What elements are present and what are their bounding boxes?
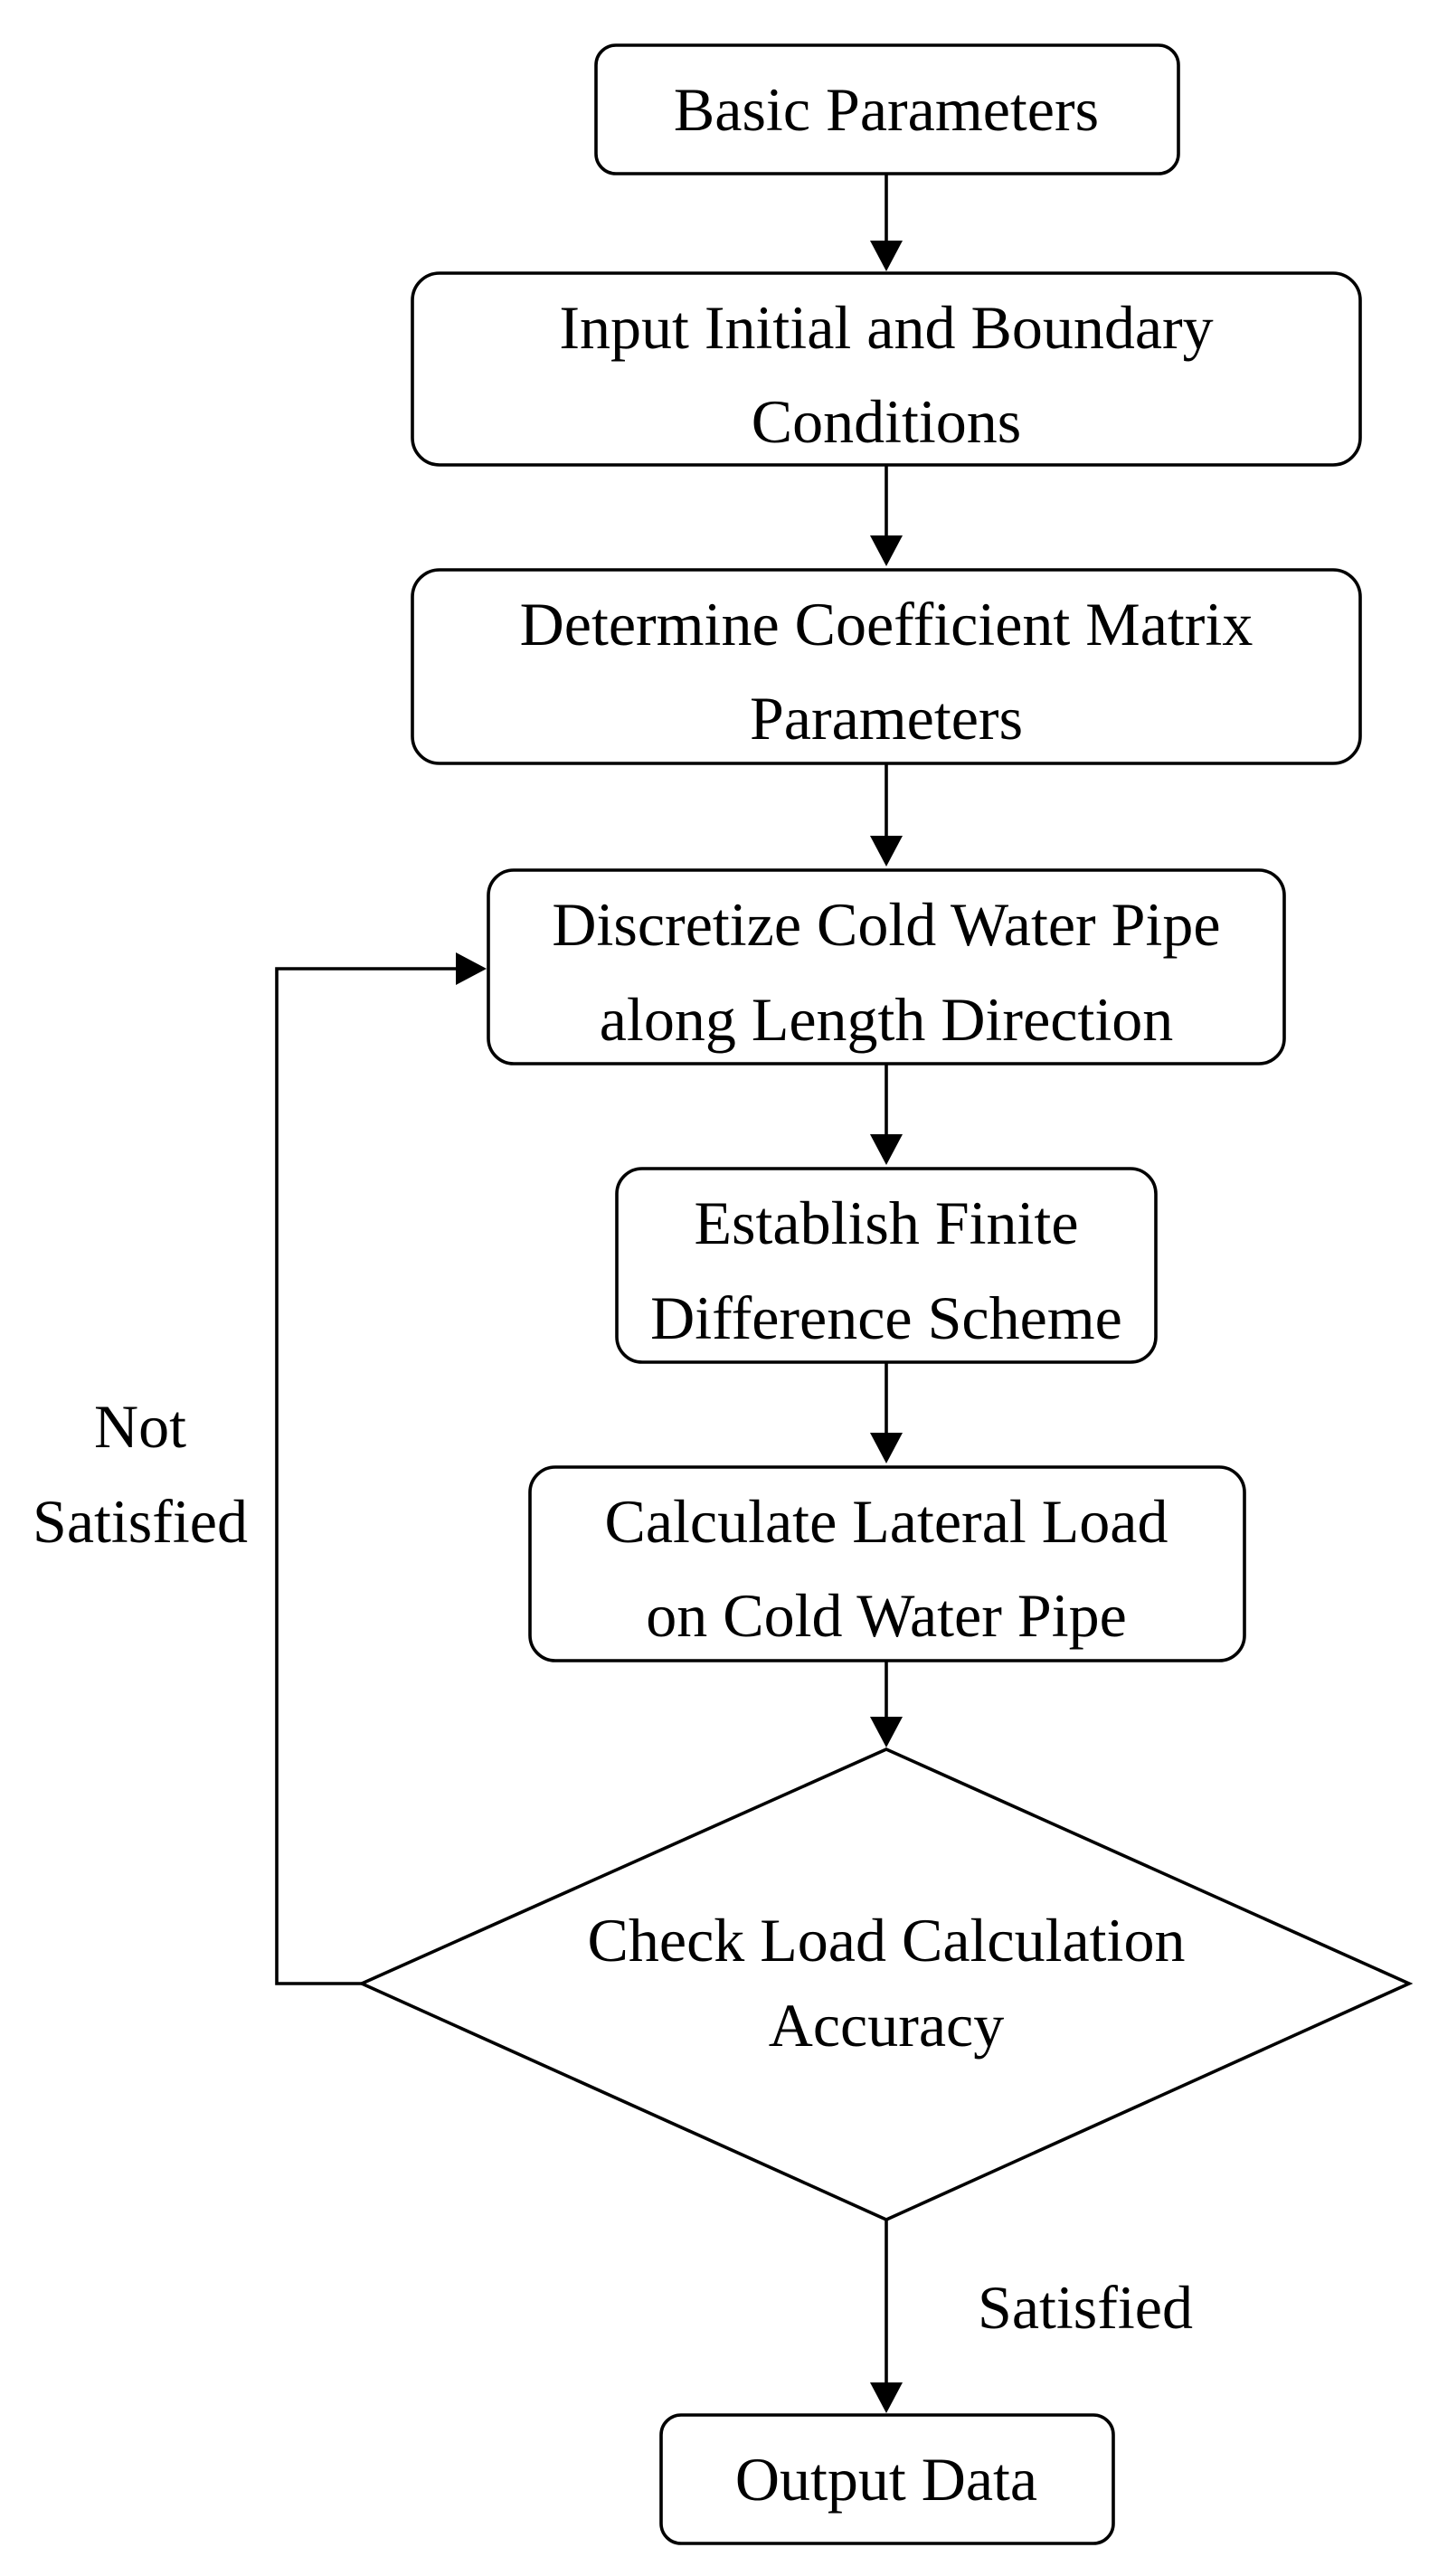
node-labels: Basic Parameters Input Initial and Bound… (520, 75, 1254, 2514)
node-input-conditions (411, 271, 1362, 467)
arrowhead-matrix-to-discretize (870, 836, 903, 867)
edge-label-not-satisfied-line1: Not (94, 1392, 186, 1461)
edge-labels: Not Satisfied Satisfied (33, 1392, 1193, 2342)
label-lateral-load-line1: Calculate Lateral Load (605, 1487, 1168, 1556)
edge-label-not-satisfied-line2: Satisfied (33, 1487, 248, 1556)
arrowhead-load-to-check (870, 1717, 903, 1747)
label-output-data: Output Data (735, 2445, 1037, 2514)
label-finite-difference-line1: Establish Finite (695, 1189, 1079, 1257)
node-discretize-pipe (487, 868, 1286, 1065)
arrowhead-scheme-to-load (870, 1433, 903, 1463)
arrowhead-loop-back (456, 952, 487, 985)
label-basic-parameters: Basic Parameters (674, 75, 1099, 144)
nodes (357, 43, 1414, 2545)
label-coefficient-matrix-line2: Parameters (750, 684, 1023, 753)
arrowhead-basic-to-input (870, 241, 903, 271)
edge-check-loop-back (275, 967, 458, 1985)
label-finite-difference-line2: Difference Scheme (650, 1283, 1122, 1352)
label-discretize-pipe-line2: along Length Direction (600, 985, 1173, 1054)
node-lateral-load (528, 1465, 1246, 1662)
label-input-conditions-line1: Input Initial and Boundary (559, 293, 1213, 362)
node-output-data (659, 2413, 1115, 2545)
arrowhead-input-to-matrix (870, 535, 903, 566)
label-discretize-pipe-line1: Discretize Cold Water Pipe (552, 890, 1220, 959)
node-check-accuracy (357, 1747, 1414, 2221)
node-coefficient-matrix (411, 568, 1362, 765)
label-coefficient-matrix-line1: Determine Coefficient Matrix (520, 590, 1254, 658)
arrowhead-discretize-to-scheme (870, 1134, 903, 1165)
node-finite-difference (615, 1167, 1158, 1364)
edge-label-satisfied: Satisfied (978, 2273, 1193, 2342)
node-basic-parameters (594, 43, 1180, 175)
label-check-accuracy-line2: Accuracy (769, 1991, 1004, 2060)
label-lateral-load-line2: on Cold Water Pipe (646, 1581, 1127, 1650)
arrowhead-check-to-output (870, 2382, 903, 2413)
label-check-accuracy-line1: Check Load Calculation (588, 1906, 1186, 1975)
label-input-conditions-line2: Conditions (752, 387, 1022, 456)
edges (275, 174, 903, 2413)
